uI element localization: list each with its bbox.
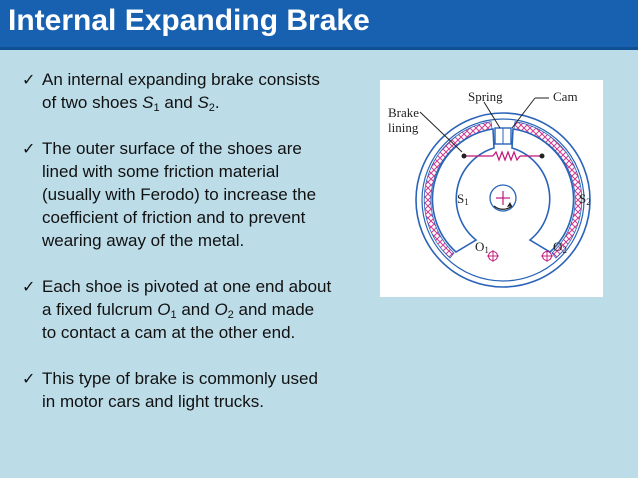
bullet-item: ✓ The outer surface of the shoes are lin…: [22, 137, 382, 252]
lining-leader: [419, 111, 463, 153]
checkmark-icon: ✓: [22, 70, 36, 89]
cam-leader: [511, 97, 536, 129]
brake-label: Brake: [388, 105, 420, 120]
lining-label: lining: [388, 120, 419, 135]
brake-diagram: Spring Cam Brake lining S1 S2 O1 O2: [380, 80, 603, 297]
bullet-line: wearing away of the metal.: [42, 231, 245, 250]
cam-label: Cam: [553, 89, 578, 104]
bullet-line: a fixed fulcrum O1 and O2 and made: [42, 300, 315, 321]
fulcrum-o1-label: O1: [475, 239, 489, 255]
drum-outer-circle: [415, 112, 591, 288]
bullet-item: ✓ This type of brake is commonly used in…: [22, 367, 382, 413]
bullet-line: coefficient of friction and to prevent: [42, 208, 306, 227]
bullet-line: to contact a cam at the other end.: [42, 323, 296, 342]
right-shoe: [511, 128, 575, 253]
slide-title: Internal Expanding Brake: [8, 4, 370, 37]
hub: [489, 184, 517, 212]
title-underline: [0, 47, 638, 50]
bullet-line: (usually with Ferodo) to increase the: [42, 185, 317, 204]
spring-pin-left: [461, 153, 467, 159]
drum-inner-circle: [421, 118, 585, 282]
bullet-line: The outer surface of the shoes are: [42, 139, 302, 158]
bullet-list: ✓ An internal expanding brake consists o…: [22, 68, 382, 436]
bullet-item: ✓ Each shoe is pivoted at one end about …: [22, 275, 382, 344]
title-bar: Internal Expanding Brake: [0, 0, 638, 50]
spring-label: Spring: [468, 89, 503, 104]
left-lining: [423, 121, 493, 259]
brake-diagram-drawing: [415, 97, 591, 288]
checkmark-icon: ✓: [22, 369, 36, 388]
bullet-line: An internal expanding brake consists: [42, 70, 320, 89]
bullet-line: Each shoe is pivoted at one end about: [42, 277, 332, 296]
right-lining: [513, 121, 583, 259]
checkmark-icon: ✓: [22, 139, 36, 158]
spring-leader: [483, 101, 501, 129]
spring-pin-right: [539, 153, 545, 159]
bullet-line: lined with some friction material: [42, 162, 280, 181]
spring: [492, 150, 521, 162]
left-shoe: [431, 128, 495, 253]
checkmark-icon: ✓: [22, 277, 36, 296]
bullet-line: in motor cars and light trucks.: [42, 392, 265, 411]
fulcrum-o2-label: O2: [553, 239, 567, 255]
shoe-s1-label: S1: [457, 191, 469, 207]
bullet-item: ✓ An internal expanding brake consists o…: [22, 68, 382, 114]
shoe-s2-label: S2: [579, 191, 591, 207]
bullet-line: This type of brake is commonly used: [42, 369, 318, 388]
bullet-line: of two shoes S1 and S2.: [42, 93, 220, 114]
rotation-arrow: [493, 205, 513, 210]
